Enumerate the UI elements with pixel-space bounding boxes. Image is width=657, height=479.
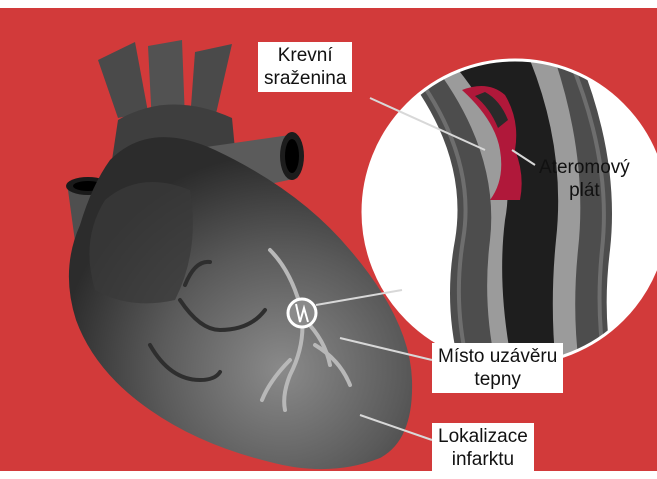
label-infarct-line2: infarktu — [438, 448, 528, 471]
label-occlusion-line2: tepny — [438, 368, 557, 391]
label-infarct-location: Lokalizace infarktu — [432, 423, 534, 473]
label-infarct-line1: Lokalizace — [438, 425, 528, 448]
label-blood-clot: Krevní sraženina — [258, 42, 352, 92]
label-blood-clot-line1: Krevní — [264, 44, 346, 67]
label-blood-clot-line2: sraženina — [264, 67, 346, 90]
label-occlusion-site: Místo uzávěru tepny — [432, 343, 563, 393]
label-atheromatous-plaque: Ateromový plát — [533, 154, 636, 204]
label-plaque-line1: Ateromový — [539, 156, 630, 179]
occlusion-marker — [288, 299, 316, 327]
label-plaque-line2: plát — [539, 179, 630, 202]
label-occlusion-line1: Místo uzávěru — [438, 345, 557, 368]
